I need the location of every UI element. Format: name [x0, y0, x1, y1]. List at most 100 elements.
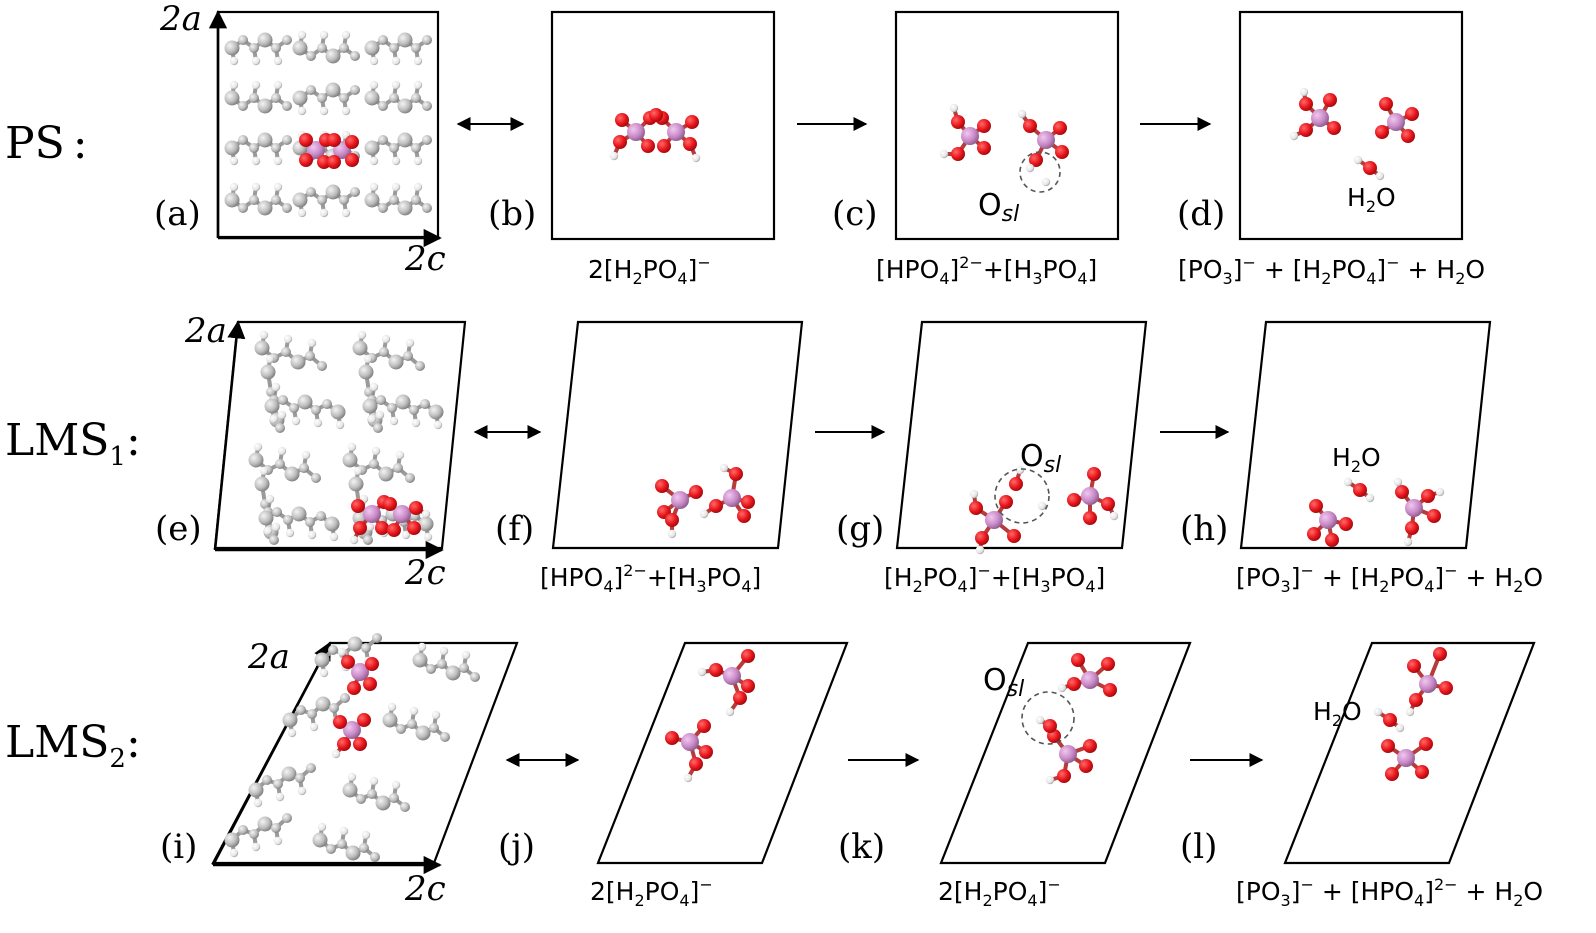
panel-label-h: (h): [1180, 509, 1228, 549]
panel-label-i: (i): [160, 827, 197, 867]
carbon-atom: [271, 823, 281, 833]
oxygen-atom: [299, 133, 313, 147]
hydrogen-atom: [1405, 707, 1415, 717]
carbon-atom: [418, 516, 434, 532]
carbon-atom: [376, 395, 386, 405]
carbon-atom: [369, 459, 379, 469]
hydrogen-atom: [401, 530, 411, 540]
oxygen-atom: [375, 521, 389, 535]
carbon-atom: [347, 636, 363, 652]
carbon-atom: [249, 43, 259, 53]
carbon-atom: [407, 719, 417, 729]
hydrogen-atom: [391, 780, 401, 790]
carbon-atom: [317, 93, 327, 103]
oxygen-atom: [337, 737, 351, 751]
carbon-atom: [375, 795, 391, 811]
carbon-atom: [238, 35, 248, 45]
carbon-atom: [387, 403, 397, 413]
carbon-atom: [397, 98, 413, 114]
carbon-atom: [249, 195, 259, 205]
hydrogen-atom: [363, 354, 373, 364]
hydrogen-atom: [1035, 715, 1045, 725]
carbon-atom: [337, 839, 347, 849]
carbon-atom: [459, 663, 469, 673]
carbon-atom: [437, 659, 447, 669]
carbon-atom: [272, 507, 282, 517]
carbon-atom: [405, 473, 415, 483]
phosphorus-atom: [723, 667, 741, 685]
hydrogen-atom: [273, 182, 283, 192]
hydrogen-atom: [357, 330, 367, 340]
oxygen-atom: [969, 501, 983, 515]
panel-i: [211, 633, 519, 875]
oxygen-atom: [685, 115, 699, 129]
oxygen-atom: [1439, 681, 1453, 695]
carbon-atom: [445, 665, 461, 681]
caption-f: [HPO4]2−+[H3PO4]: [540, 561, 761, 596]
oxygen-atom: [1029, 153, 1043, 167]
hydrogen-atom: [229, 80, 239, 90]
phosphorus-atom: [1311, 109, 1329, 127]
hydrogen-atom: [421, 509, 431, 519]
carbon-atom: [393, 463, 403, 473]
oxygen-atom: [1101, 497, 1115, 511]
carbon-atom: [378, 203, 388, 213]
hydrogen-atom: [389, 416, 399, 426]
hydrogen-atom: [291, 416, 301, 426]
panel-c: [894, 10, 1120, 241]
oxygen-atom: [1427, 509, 1441, 523]
hydrogen-atom: [369, 156, 379, 166]
molecule-d: [1289, 87, 1419, 181]
carbon-atom: [324, 516, 340, 532]
caption-h: [PO3]− + [H2PO4]− + H2O: [1236, 561, 1543, 596]
phosphorus-atom: [681, 733, 699, 751]
carbon-atom: [378, 35, 388, 45]
oxygen-atom: [1353, 483, 1367, 497]
oxygen-atom: [1087, 467, 1101, 481]
oxygen-atom: [1327, 121, 1341, 135]
carbon-atom: [364, 140, 380, 156]
oxygen-atom: [657, 139, 671, 153]
phosphorus-atom: [671, 491, 689, 509]
carbon-atom: [339, 43, 349, 53]
carbon-atom: [325, 48, 341, 64]
oxygen-atom: [353, 737, 367, 751]
hydrogen-atom: [413, 182, 423, 192]
panel-d: [1238, 10, 1464, 241]
carbon-atom: [283, 515, 293, 525]
phosphorus-atom: [307, 141, 325, 159]
carbon-atom: [373, 423, 383, 433]
oxygen-atom: [409, 501, 423, 515]
panel-label-d: (d): [1177, 194, 1225, 234]
carbon-atom: [282, 135, 292, 145]
row-label-lms2: LMS2:: [5, 717, 141, 774]
carbon-atom: [325, 82, 341, 98]
carbon-atom: [224, 40, 240, 56]
hydrogen-atom: [263, 526, 273, 536]
hydrogen-atom: [229, 182, 239, 192]
carbon-atom: [440, 732, 450, 742]
oxygen-atom: [347, 681, 361, 695]
phosphorus-atom: [1319, 511, 1337, 529]
carbon-atom: [389, 93, 399, 103]
carbon-atom: [342, 782, 358, 798]
hydrogen-atom: [411, 418, 421, 428]
carbon-atom: [257, 816, 273, 832]
hydrogen-atom: [391, 156, 401, 166]
carbon-atom: [262, 775, 272, 785]
hydrogen-atom: [1041, 177, 1051, 187]
carbon-atom: [264, 398, 280, 414]
hydrogen-atom: [725, 707, 735, 717]
oxygen-atom: [1079, 759, 1093, 773]
carbon-atom: [350, 85, 360, 95]
oxygen-atom: [1309, 499, 1323, 513]
carbon-atom: [257, 132, 273, 148]
oxygen-atom: [1385, 767, 1399, 781]
hydrogen-atom: [1353, 155, 1363, 165]
carbon-atom: [362, 398, 378, 414]
hydrogen-atom: [413, 80, 423, 90]
caption-k: 2[H2PO4]−: [938, 875, 1061, 910]
carbon-atom: [339, 195, 349, 205]
water-label-h: H2O: [1332, 443, 1381, 476]
molecule-h: [1307, 477, 1445, 547]
